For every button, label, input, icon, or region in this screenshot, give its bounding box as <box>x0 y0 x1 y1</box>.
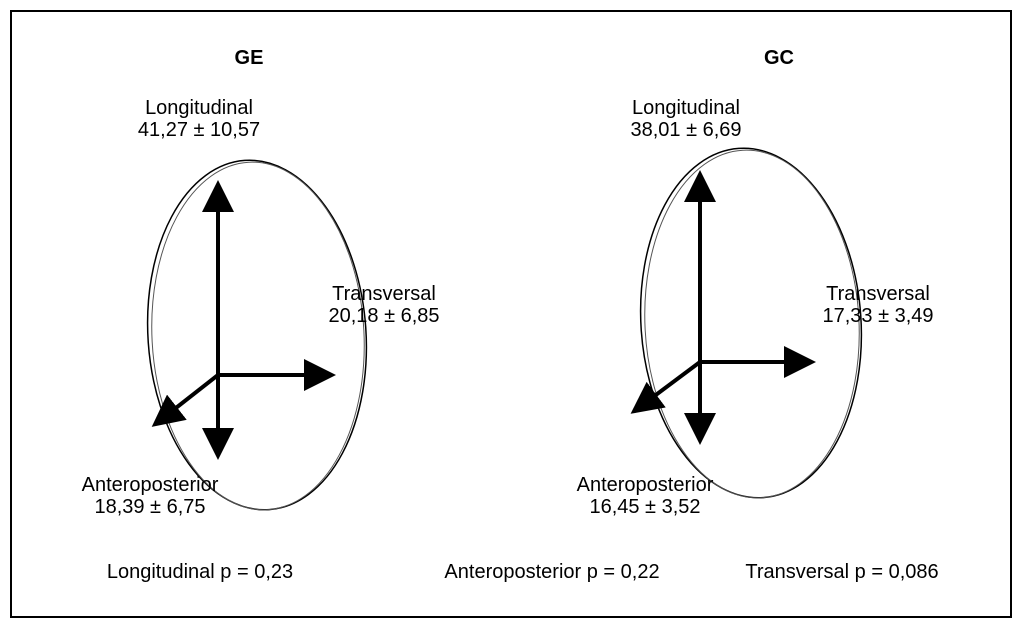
ge-anteroposterior-arrow <box>151 373 220 427</box>
gc-anteroposterior-arrow <box>630 360 702 414</box>
gc-ellipse <box>639 147 863 499</box>
ge-ellipse <box>146 159 368 511</box>
ge-title: GE <box>234 47 264 69</box>
pvalue-anteroposterior: Anteroposterior p = 0,22 <box>444 561 660 583</box>
gc-title: GC <box>764 47 794 69</box>
figure-frame <box>10 10 1012 618</box>
gc-axes <box>630 170 816 445</box>
pvalue-longitudinal: Longitudinal p = 0,23 <box>106 561 294 583</box>
ge-axes <box>151 180 336 460</box>
pvalue-transversal: Transversal p = 0,086 <box>745 561 939 583</box>
